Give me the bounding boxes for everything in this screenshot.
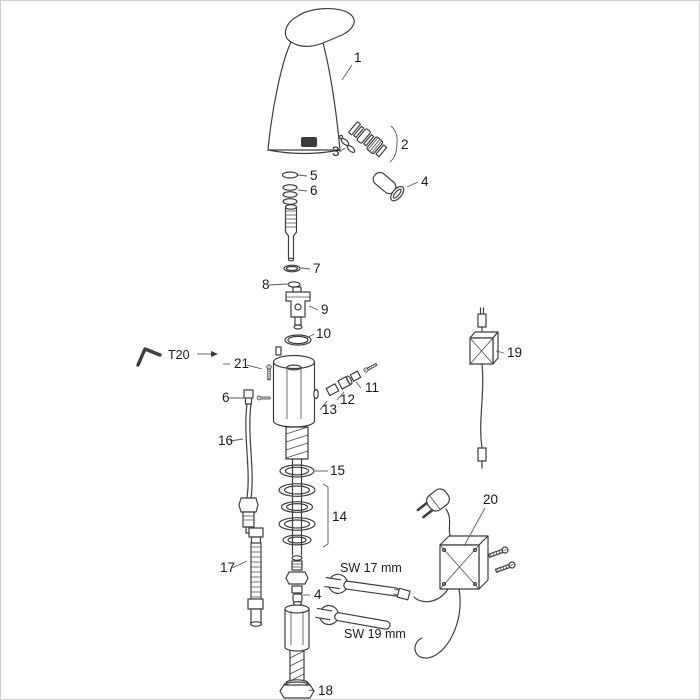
part-6b-set-screw xyxy=(256,395,271,401)
callout-8: 8 xyxy=(262,277,270,292)
valve-stem xyxy=(284,204,298,262)
torx-size-label: T20 xyxy=(168,348,190,362)
part-11-plug xyxy=(349,370,362,382)
part-18-mounting-nut xyxy=(279,650,315,699)
part-7-o-ring xyxy=(283,264,301,273)
callout-20: 20 xyxy=(483,492,498,507)
part-12-valve xyxy=(337,375,353,390)
callout-15: 15 xyxy=(330,463,345,478)
part-14-washer-stack xyxy=(278,483,316,546)
part-21-screw xyxy=(266,364,272,381)
hex-coupling xyxy=(285,555,309,594)
part-4b-check-valve xyxy=(292,593,303,606)
callout-13: 13 xyxy=(322,402,337,417)
callout-21: 21 xyxy=(234,356,249,371)
part-15-washer xyxy=(279,464,315,478)
part-10-o-ring xyxy=(284,334,312,346)
callout-3: 3 xyxy=(332,144,340,159)
torx-key-icon xyxy=(136,347,162,367)
part-8-ring xyxy=(287,281,301,288)
power-plug-icon xyxy=(416,488,450,519)
part-9-cartridge xyxy=(285,286,311,330)
part-20-power-unit xyxy=(392,488,517,659)
callout-12: 12 xyxy=(340,392,355,407)
part-3-seals xyxy=(338,134,356,153)
callout-9: 9 xyxy=(321,302,329,317)
open-end-wrench-17-icon xyxy=(322,571,402,603)
callout-7: 7 xyxy=(313,261,321,276)
part-16-supply-hose xyxy=(238,389,259,534)
threaded-shank xyxy=(285,426,309,556)
wrench-17-label: SW 17 mm xyxy=(340,561,402,575)
part-17-corrugated-hose xyxy=(247,527,264,627)
tool-annotations: T20 SW 17 mm SW 19 mm xyxy=(168,348,406,641)
callout-1: 1 xyxy=(354,50,362,65)
box-screw-icon xyxy=(494,560,517,575)
callout-5: 5 xyxy=(310,168,318,183)
callout-6b: 6 xyxy=(222,390,230,405)
callout-16: 16 xyxy=(218,433,233,448)
part-13-insert xyxy=(325,383,340,397)
part-1-spout-body xyxy=(267,8,355,155)
wrench-19-label: SW 19 mm xyxy=(344,627,406,641)
part-19-sensor-cable xyxy=(469,307,499,469)
mounting-sleeve xyxy=(284,604,310,652)
part-6-o-ring-set xyxy=(282,184,298,205)
sensor-window-icon xyxy=(301,137,317,147)
callout-10: 10 xyxy=(316,326,331,341)
callout-4: 4 xyxy=(421,174,429,189)
box-screw-icon xyxy=(487,545,510,560)
callout-11: 11 xyxy=(365,380,379,395)
cable-connector-icon xyxy=(392,587,411,601)
callout-6: 6 xyxy=(310,183,318,198)
callout-4b: 4 xyxy=(314,587,322,602)
callout-2: 2 xyxy=(401,137,409,152)
callout-19: 19 xyxy=(507,345,522,360)
callout-labels: 1 2 3 4 5 6 7 8 9 10 11 12 13 14 15 16 1… xyxy=(218,50,522,698)
part-5-o-ring xyxy=(281,171,299,179)
part-4-aerator-housing xyxy=(372,171,405,202)
base-body xyxy=(272,346,319,428)
callout-18: 18 xyxy=(318,683,333,698)
part-11-screw xyxy=(362,362,378,374)
callout-17: 17 xyxy=(220,560,235,575)
part-2-aerator-stack xyxy=(348,121,388,158)
callout-leader-lines xyxy=(223,64,505,692)
callout-14: 14 xyxy=(332,509,348,524)
arrow-right-icon xyxy=(197,351,218,357)
